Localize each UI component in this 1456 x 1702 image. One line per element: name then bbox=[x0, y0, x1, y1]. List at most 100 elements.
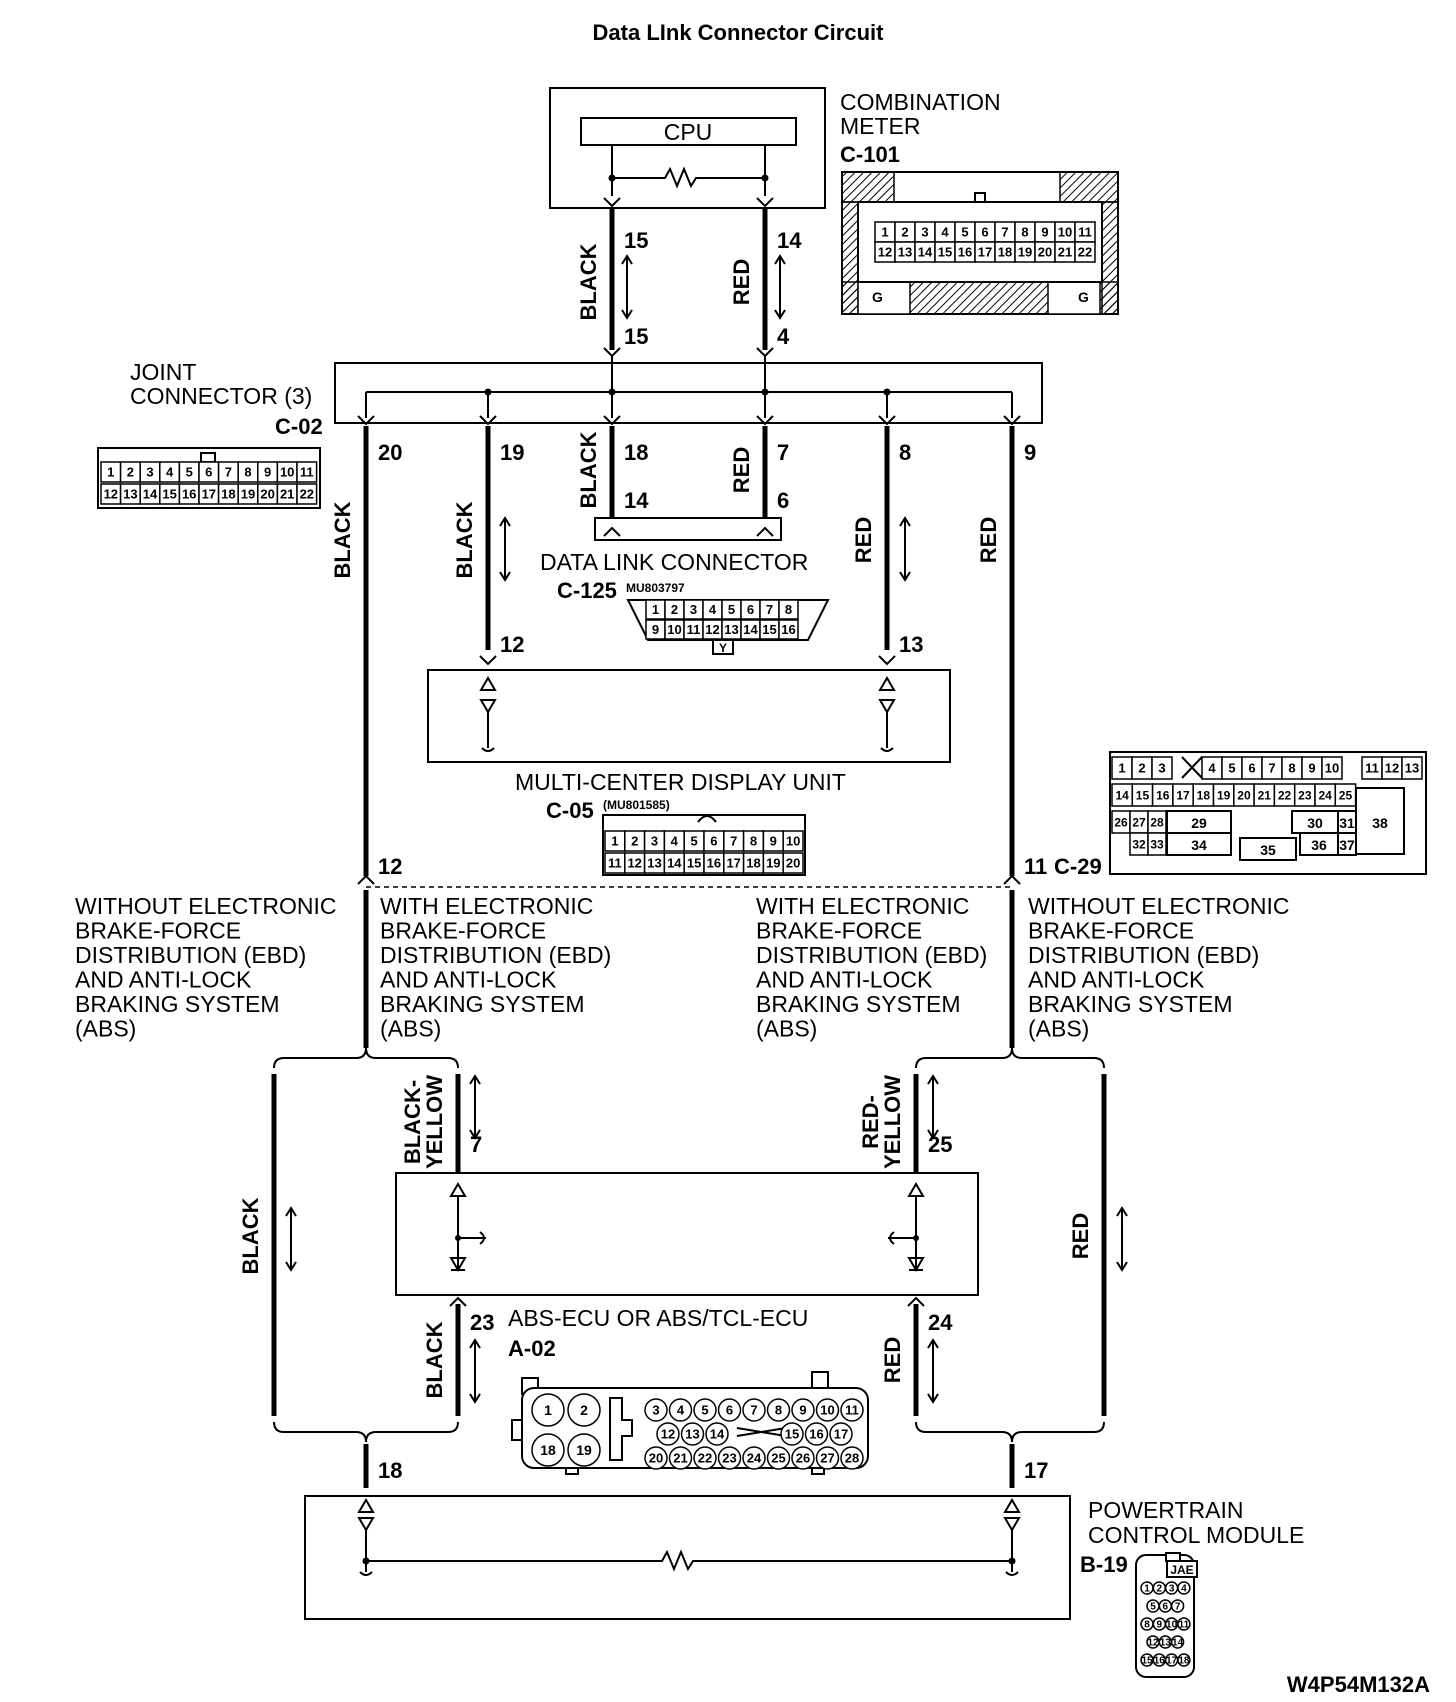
connector-pin-number: 2 bbox=[631, 834, 638, 849]
connector-pin-cavity bbox=[717, 1398, 742, 1422]
connector-pin-number: 17 bbox=[726, 856, 740, 871]
connector-pin-number: 4 bbox=[941, 225, 949, 240]
connector-pin-number: 1 bbox=[1118, 761, 1125, 776]
connector-pin-cavity bbox=[567, 1393, 601, 1427]
b19-badge: JAE bbox=[1170, 1563, 1193, 1577]
connector-pin-number: 17 bbox=[1176, 788, 1190, 802]
drawing-code: W4P54M132A bbox=[1287, 1672, 1430, 1697]
note-line: WITHOUT ELECTRONIC bbox=[1028, 893, 1290, 919]
cpu-label: CPU bbox=[664, 119, 713, 145]
connector-pin-cavity bbox=[668, 1398, 693, 1422]
pin-jc-in-left: 15 bbox=[624, 324, 648, 349]
connector-pin-number: 21 bbox=[1258, 788, 1272, 802]
connector-pin-number: 3 bbox=[146, 465, 153, 480]
pin-jc-out-9: 9 bbox=[1024, 440, 1036, 465]
connector-pin-cavity bbox=[791, 1446, 815, 1470]
connector-pin-cavity bbox=[815, 1446, 840, 1470]
connector-pin-number: 10 bbox=[1325, 761, 1339, 776]
note-line: DISTRIBUTION (EBD) bbox=[380, 942, 611, 968]
pcm-name-1: POWERTRAIN bbox=[1088, 1497, 1243, 1523]
pin-jc-out-19: 19 bbox=[500, 440, 524, 465]
combination-meter-name-2: METER bbox=[840, 113, 921, 139]
connector-pin-number: 20 bbox=[649, 1451, 663, 1466]
mcd-name: MULTI-CENTER DISPLAY UNIT bbox=[515, 769, 846, 795]
diagram-title: Data LInk Connector Circuit bbox=[593, 20, 885, 45]
connector-pin-number: 12 bbox=[661, 1427, 675, 1442]
connector-pin-number: 20 bbox=[1237, 788, 1251, 802]
connector-pin-number: 17 bbox=[978, 245, 992, 260]
connector-pin-number: 11 bbox=[300, 465, 314, 480]
connector-pin-cell bbox=[1321, 756, 1343, 780]
connector-pin-cavity bbox=[742, 1398, 766, 1422]
note-without-right: WITHOUT ELECTRONICBRAKE-FORCEDISTRIBUTIO… bbox=[1028, 893, 1290, 1042]
connector-pin-number: 12 bbox=[1385, 761, 1399, 776]
connector-pin-number: 5 bbox=[728, 602, 735, 617]
connector-pin-number: 12 bbox=[104, 487, 118, 502]
connector-pin-number: 10 bbox=[1166, 1620, 1178, 1631]
connector-pin-cell bbox=[1334, 783, 1357, 807]
dlc-name: DATA LINK CONNECTOR bbox=[540, 549, 808, 575]
connector-pin-cavity bbox=[804, 1422, 829, 1446]
connector-pin-number: 24 bbox=[747, 1451, 762, 1466]
connector-pin-number: 16 bbox=[182, 487, 196, 502]
c29-pin-38: 38 bbox=[1372, 815, 1388, 831]
c29-pin-35: 35 bbox=[1260, 842, 1276, 858]
connector-pin-number: 14 bbox=[918, 245, 933, 260]
connector-pin-number: 15 bbox=[1141, 1656, 1153, 1667]
c101-ground-left: G bbox=[872, 289, 883, 305]
connector-pin-number: 15 bbox=[687, 856, 701, 871]
wire-color-red-yellow-1: RED- bbox=[858, 1095, 883, 1149]
connector-pin-number: 6 bbox=[1248, 761, 1255, 776]
connector-pin-number: 8 bbox=[1288, 761, 1295, 776]
connector-pin-number: 15 bbox=[938, 245, 952, 260]
connector-pin-number: 9 bbox=[1308, 761, 1315, 776]
connector-pin-number: 3 bbox=[921, 225, 928, 240]
connector-pin-number: 6 bbox=[710, 834, 717, 849]
connector-pin-number: 2 bbox=[127, 465, 134, 480]
note-line: (ABS) bbox=[380, 1016, 441, 1042]
connector-pin-number: 22 bbox=[300, 487, 314, 502]
pin-mcd-right: 13 bbox=[899, 632, 923, 657]
note-line: WITHOUT ELECTRONIC bbox=[75, 893, 337, 919]
connector-pin-cell bbox=[782, 852, 804, 874]
connector-pin-number: 7 bbox=[750, 1403, 757, 1418]
connector-pin-number: 13 bbox=[123, 487, 137, 502]
wire-color-black-abs: BLACK bbox=[422, 1321, 447, 1398]
connector-pin-number: 22 bbox=[1278, 788, 1292, 802]
c29-pin-36: 36 bbox=[1311, 837, 1327, 853]
connector-pin-number: 18 bbox=[1178, 1656, 1190, 1667]
connector-pin-number: 12 bbox=[1147, 1638, 1159, 1649]
note-line: BRAKING SYSTEM bbox=[1028, 991, 1232, 1017]
connector-pin-number: 15 bbox=[762, 622, 776, 637]
connector-pin-cavity bbox=[644, 1446, 668, 1470]
connector-pin-number: 4 bbox=[1208, 761, 1216, 776]
connector-pin-number: 14 bbox=[143, 487, 158, 502]
joint-connector-id: C-02 bbox=[275, 414, 323, 439]
connector-pin-number: 13 bbox=[898, 245, 912, 260]
wire-color-red-abs: RED bbox=[880, 1337, 905, 1383]
connector-pin-number: 6 bbox=[981, 225, 988, 240]
connector-pin-number: 17 bbox=[834, 1427, 848, 1442]
connector-pin-number: 2 bbox=[901, 225, 908, 240]
connector-pin-number: 16 bbox=[958, 245, 972, 260]
note-line: (ABS) bbox=[756, 1016, 817, 1042]
connector-pin-cavity bbox=[531, 1393, 565, 1427]
connector-pin-cavity bbox=[791, 1398, 815, 1422]
connector-pin-number: 33 bbox=[1150, 837, 1164, 851]
connector-pin-number: 3 bbox=[1169, 1584, 1175, 1595]
connector-pin-number: 27 bbox=[820, 1451, 834, 1466]
connector-pin-number: 18 bbox=[221, 487, 235, 502]
wire-color-black-jc-20: BLACK bbox=[330, 501, 355, 578]
connector-pin-number: 7 bbox=[730, 834, 737, 849]
connector-pin-cavity bbox=[705, 1422, 729, 1446]
connector-pin-number: 14 bbox=[743, 622, 758, 637]
combination-meter: CPU COMBINATION METER C-101 bbox=[549, 87, 1001, 209]
connector-pin-cavity bbox=[1177, 1581, 1191, 1595]
connector-pin-number: 23 bbox=[1298, 788, 1312, 802]
connector-pin-number: 19 bbox=[1018, 245, 1032, 260]
connector-pin-cavity bbox=[1170, 1635, 1185, 1649]
